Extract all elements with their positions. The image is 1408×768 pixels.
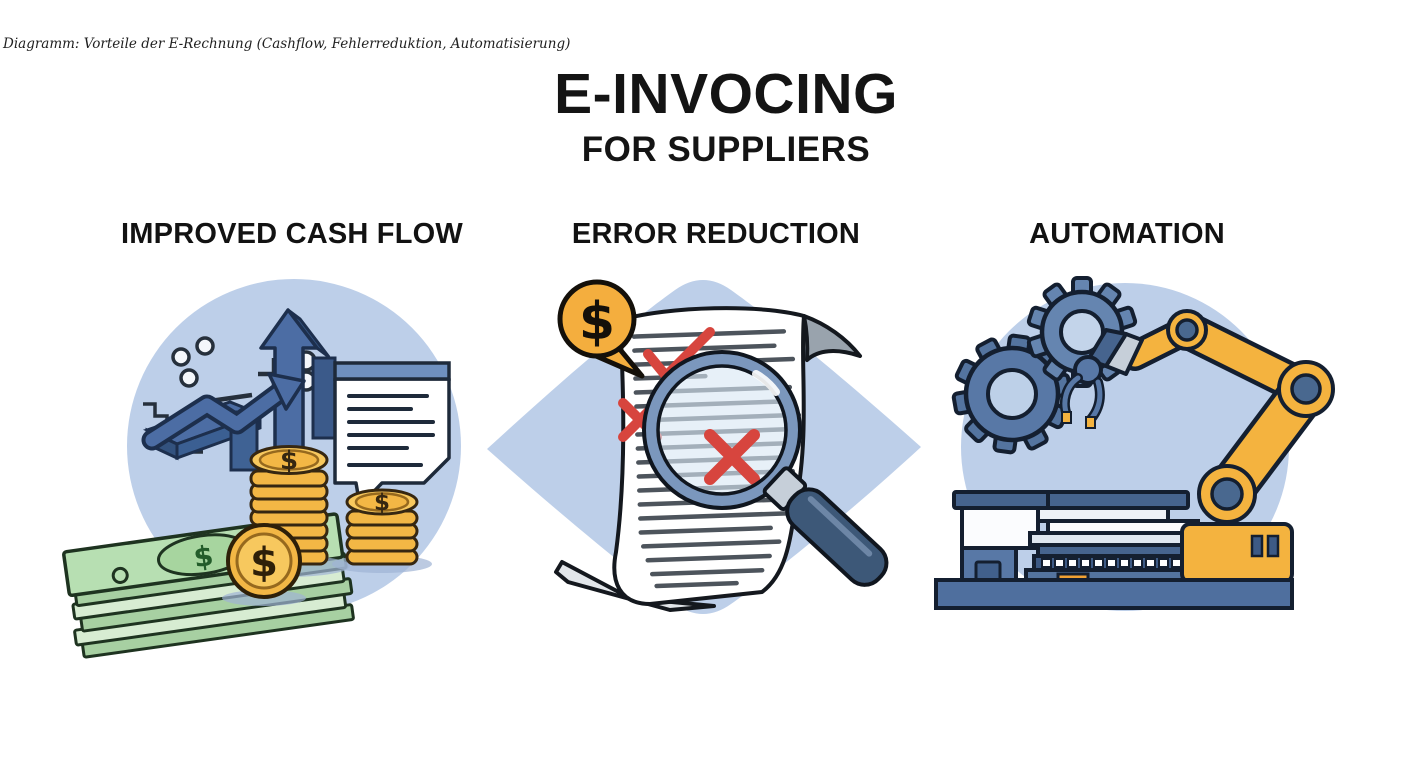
arm-joint-icon <box>1166 309 1335 524</box>
section-title-automation: AUTOMATION <box>1029 218 1225 250</box>
dollar-coin-icon: $ <box>226 523 302 599</box>
page-title: E-INVOCING <box>554 62 898 126</box>
robot-arm-illustration <box>934 276 1335 611</box>
gear-icon <box>951 333 1073 455</box>
gripper-icon <box>1059 328 1144 429</box>
header-block: E-INVOCING FOR SUPPLIERS <box>22 66 1408 170</box>
svg-text:$: $ <box>374 490 390 516</box>
platform-bar <box>934 578 1294 610</box>
svg-text:$: $ <box>250 540 278 586</box>
growth-arrow-icon <box>141 308 337 472</box>
cash-flow-illustration: $ $ <box>62 279 461 659</box>
error-x-icon <box>704 429 760 485</box>
svg-text:$: $ <box>579 292 615 352</box>
invoice-magnifier-illustration: $ <box>487 279 921 614</box>
coin-stack-icon: $ <box>345 488 419 566</box>
page-subtitle: FOR SUPPLIERS <box>581 130 871 169</box>
base-slot <box>1250 534 1264 558</box>
dollar-bubble-icon: $ <box>557 279 645 379</box>
section-title-error-reduction: ERROR REDUCTION <box>571 218 861 250</box>
note-bubble-icon <box>333 361 451 508</box>
svg-text:$: $ <box>280 446 298 476</box>
svg-text:$: $ <box>191 539 215 574</box>
section-title-cash-flow: IMPROVED CASH FLOW <box>121 218 463 250</box>
figure-caption: Diagramm: Vorteile der E-Rechnung (Cashf… <box>3 36 571 52</box>
magnifier-icon <box>642 350 889 587</box>
base-slot <box>1266 534 1280 558</box>
